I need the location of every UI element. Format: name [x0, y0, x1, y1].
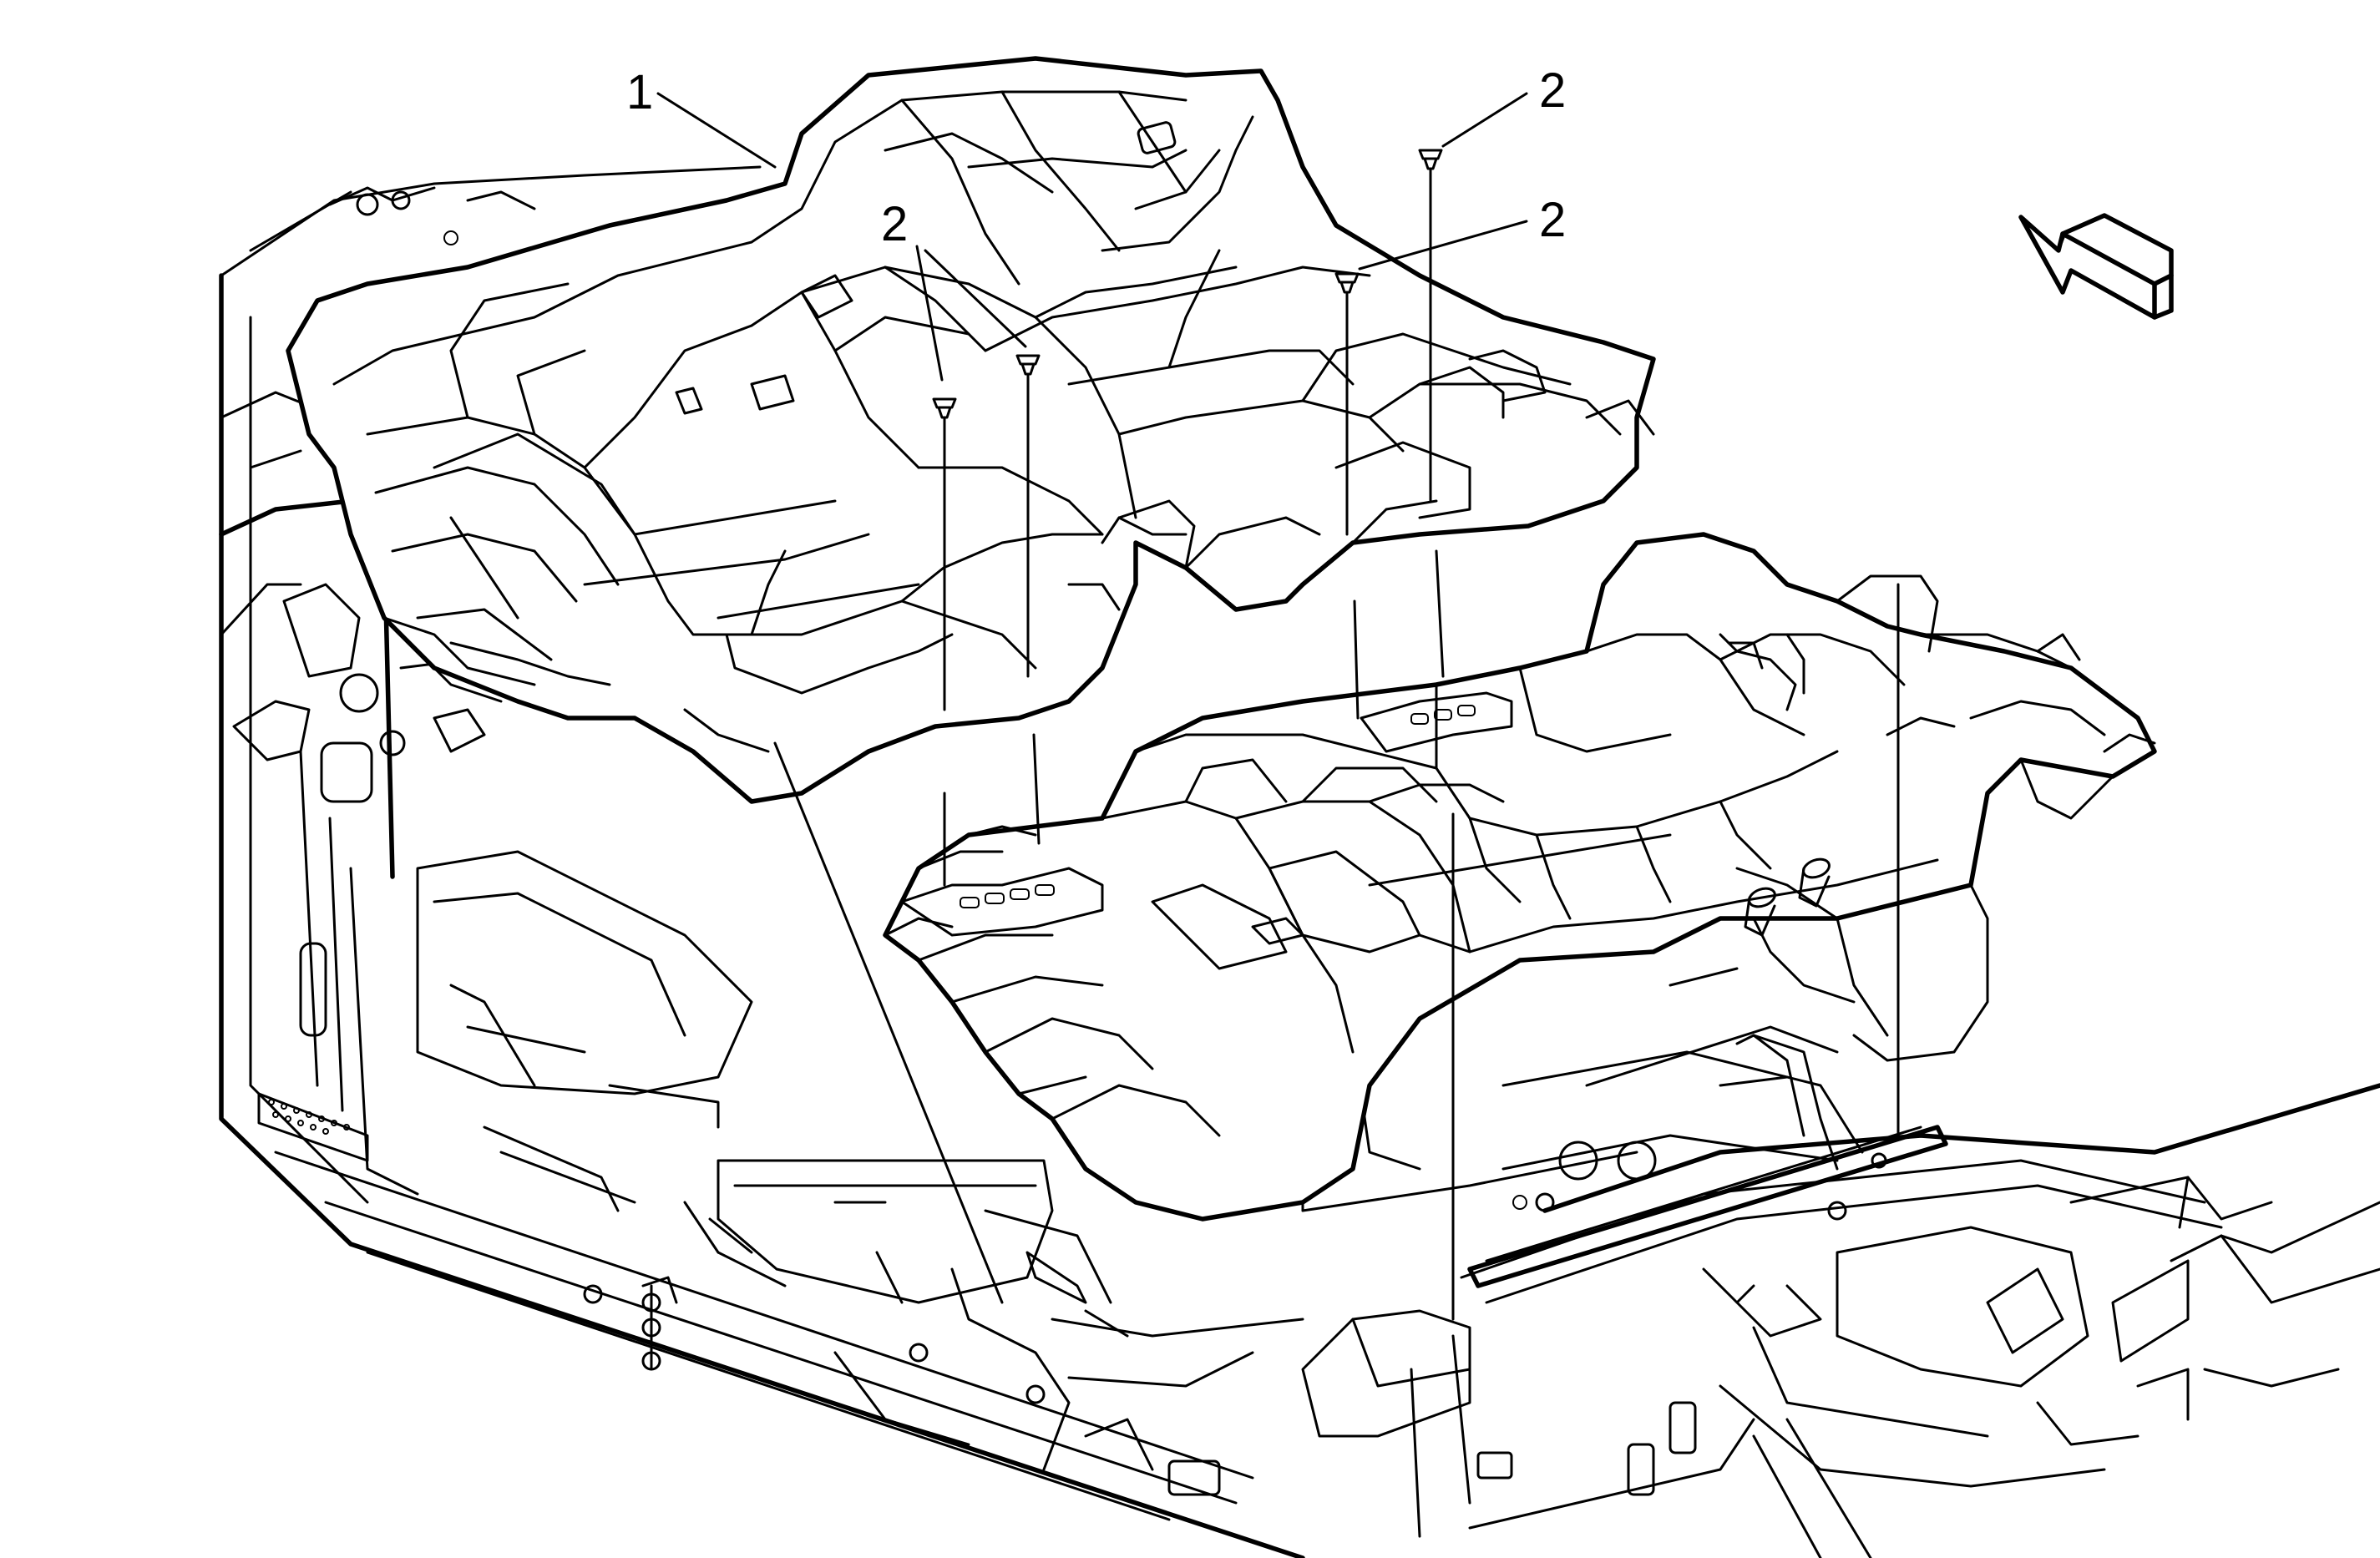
callout-leaders [656, 92, 1528, 1304]
callout-2b: 2 [1539, 63, 1566, 118]
front-direction-arrow-icon [2018, 213, 2174, 320]
callout-labels: 1 2 2 2 [626, 63, 1566, 251]
rear-vent-slots [960, 884, 1055, 908]
front-floor-carpet [286, 56, 1656, 804]
callout-2a: 2 [881, 197, 908, 251]
sill-hole-row [268, 1099, 350, 1135]
retainer-d [1418, 149, 1443, 170]
retainers [932, 149, 1900, 1321]
rear-floor-carpet [883, 532, 2157, 1222]
upper-vent-slots [1410, 705, 1476, 725]
callout-1: 1 [626, 65, 653, 119]
callout-2c: 2 [1539, 193, 1566, 247]
